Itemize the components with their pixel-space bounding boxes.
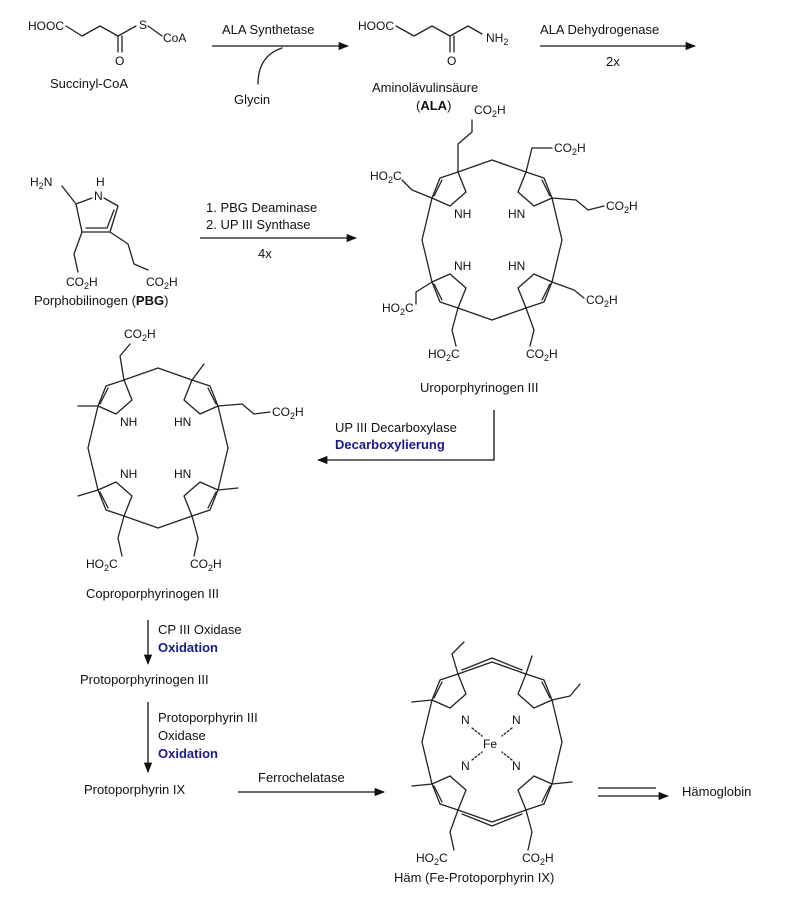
pbg-deaminase-label: 1. PBG Deaminase [206,200,317,215]
uro-ho2c-bl: HO2C [382,301,414,317]
glycin-label: Glycin [234,92,270,107]
protoporphyrinogen-name: Protoporphyrinogen III [80,672,209,687]
ala-dehydrogenase-label: ALA Dehydrogenase [540,22,659,37]
haem-structure: N N N N Fe HO2C CO2H [411,641,581,867]
uro-co2h-right: CO2H [606,199,638,215]
ferrochelatase-step: Ferrochelatase [238,770,386,797]
ala-oxygen-label: O [447,54,456,68]
pbg-structure: H2N H N CO2H CO2H [30,175,178,291]
uro-co2h-tr: CO2H [554,141,586,157]
uro-ho2c-bottom: HO2C [428,347,460,363]
copro-nh-2: NH [120,467,137,481]
fe-label: Fe [483,737,497,751]
pbg-co2h-1: CO2H [66,275,98,291]
oxidation-label-1: Oxidation [158,640,218,655]
copro-ho2c-bottom: HO2C [86,557,118,573]
copro-co2h-top: CO2H [124,327,156,343]
up3-synthase-label: 2. UP III Synthase [206,217,311,232]
ala-synthetase-label: ALA Synthetase [222,22,315,37]
haem-n-3: N [461,759,470,773]
cp3-oxidase-step: CP III Oxidase Oxidation [143,620,242,666]
haem-name: Häm (Fe-Protoporphyrin IX) [394,870,554,885]
haem-co2h: CO2H [522,851,554,867]
up3-decarboxylase-label: UP III Decarboxylase [335,420,457,435]
ferrochelatase-label: Ferrochelatase [258,770,345,785]
uro-co2h-bottom: CO2H [526,347,558,363]
ala-structure: HOOC O NH2 [358,19,508,68]
haem-n-1: N [461,713,470,727]
oxygen-label: O [115,54,124,68]
pp3-oxidase-step: Protoporphyrin III Oxidase Oxidation [143,702,258,774]
up3-decarboxylase-arrow [316,410,495,465]
sulfur-label: S [139,18,147,32]
copro-hn-1: HN [174,415,191,429]
uroporphyrinogen-structure: NH HN NH HN CO2H CO2H HO2C CO2H HO2C CO2… [370,103,638,363]
uro-co2h-top: CO2H [474,103,506,119]
pbg-h-label: H [96,175,105,189]
pbg-h2n-label: H2N [30,175,52,191]
haemoglobin-step: Hämoglobin [598,784,751,801]
copro-co2h-right: CO2H [272,405,304,421]
uro-hn-1: HN [508,207,525,221]
up3-decarboxylase-step: UP III Decarboxylase Decarboxylierung [316,410,495,465]
copro-nh-1: NH [120,415,137,429]
mult-2x: 2x [606,54,620,69]
ala-dehydrogenase-step: ALA Dehydrogenase 2x [540,22,697,69]
haem-ho2c: HO2C [416,851,448,867]
cp3-oxidase-label: CP III Oxidase [158,622,242,637]
uroporphyrinogen-name: Uroporphyrinogen III [420,380,539,395]
pbg-co2h-2: CO2H [146,275,178,291]
ala-name: Aminolävulinsäure [372,80,478,95]
mult-4x: 4x [258,246,272,261]
succinyl-coa-structure: HOOC O S CoA [28,18,186,68]
ala-hooc-label: HOOC [358,19,394,33]
succinyl-coa-name: Succinyl-CoA [50,76,128,91]
uro-nh-1: NH [454,207,471,221]
pp3-oxidase-label-1: Protoporphyrin III [158,710,258,725]
ala-synthetase-step: ALA Synthetase Glycin [212,22,350,107]
haem-n-2: N [512,713,521,727]
ala-abbreviation: (ALA) [416,98,451,113]
uro-ho2c-left: HO2C [370,169,402,185]
pbg-n-label: N [94,189,103,203]
oxidation-label-2: Oxidation [158,746,218,761]
protoporphyrin-name: Protoporphyrin IX [84,782,185,797]
uro-nh-2: NH [454,259,471,273]
copro-co2h-bottom: CO2H [190,557,222,573]
decarboxylierung-label: Decarboxylierung [335,437,445,452]
uro-co2h-br: CO2H [586,293,618,309]
haemoglobin-name: Hämoglobin [682,784,751,799]
pp3-oxidase-label-2: Oxidase [158,728,206,743]
pbg-deaminase-step: 1. PBG Deaminase 2. UP III Synthase 4x [200,200,358,261]
coa-label: CoA [163,31,186,45]
uro-hn-2: HN [508,259,525,273]
ala-nh2-label: NH2 [486,31,508,47]
copro-hn-2: HN [174,467,191,481]
haem-n-4: N [512,759,521,773]
coproporphyrinogen-name: Coproporphyrinogen III [86,586,219,601]
hooc-label: HOOC [28,19,64,33]
pbg-name: Porphobilinogen (PBG) [34,293,168,308]
coproporphyrinogen-structure: NH HN NH HN CO2H CO2H HO2C CO2H [77,327,304,573]
